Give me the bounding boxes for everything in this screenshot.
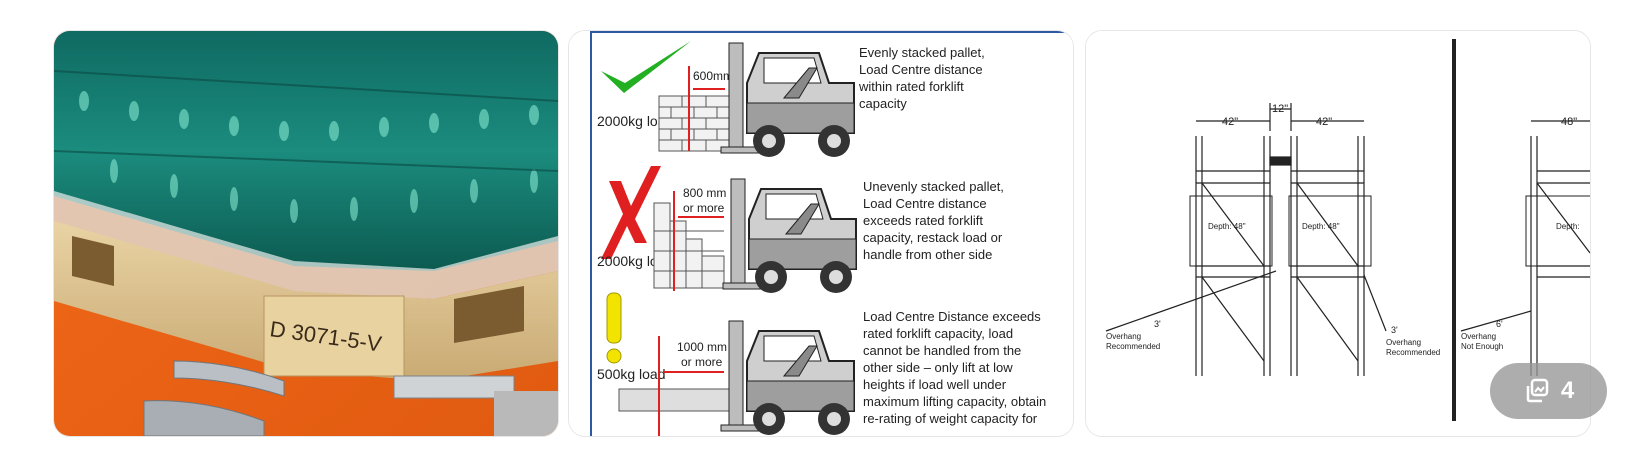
- dim-far-label: 48": [1561, 116, 1577, 128]
- row1-load-label: 2000kg load: [597, 113, 673, 129]
- row1-load-text: 2000kg load: [597, 113, 673, 129]
- overhang-left-line2: Recommended: [1106, 342, 1160, 351]
- row3-distance: 1000 mm or more: [677, 340, 730, 369]
- more-images-badge[interactable]: 4: [1490, 363, 1607, 419]
- row3-description: Load Centre Distance exceeds rated forkl…: [863, 309, 1050, 426]
- image-result-pallet-photo[interactable]: D 3071-5-V: [54, 31, 558, 436]
- overhang-far-value: 6': [1496, 319, 1503, 329]
- depth-left-label: Depth: 48": [1208, 222, 1246, 231]
- cross-icon: [601, 166, 661, 259]
- dim-gap-label: 12": [1272, 103, 1288, 115]
- overhang-left-line1: Overhang: [1106, 332, 1141, 341]
- row2-description: Unevenly stacked pallet, Load Centre dis…: [863, 179, 1008, 262]
- dim-right-label: 42": [1316, 116, 1332, 128]
- more-images-count: 4: [1560, 377, 1575, 404]
- overhang-far-line2: Not Enough: [1461, 342, 1503, 351]
- images-stack-icon: [1526, 378, 1549, 403]
- overhang-right-line2: Recommended: [1386, 348, 1440, 357]
- image-result-rack-overhang-drawing[interactable]: 42" 12" 42" 48" Depth: 48" Depth: 48" De…: [1086, 31, 1590, 436]
- dim-left-label: 42": [1222, 116, 1238, 128]
- overhang-far-line1: Overhang: [1461, 332, 1496, 341]
- row3-load-text: 500kg load: [597, 366, 666, 382]
- pallet-bottles-photo: D 3071-5-V: [54, 31, 558, 436]
- overhang-left-value: 3': [1154, 319, 1161, 329]
- image-result-load-centre-diagram[interactable]: 2000kg load 600mm Evenly stacked pallet,…: [569, 31, 1073, 436]
- row2-distance: 800 mm or more: [683, 186, 730, 215]
- load-centre-diagram: 2000kg load 600mm Evenly stacked pallet,…: [569, 31, 1073, 436]
- row1-description: Evenly stacked pallet, Load Centre dista…: [858, 45, 988, 111]
- depth-far-label: Depth:: [1556, 222, 1580, 231]
- overhang-right-line1: Overhang: [1386, 338, 1421, 347]
- exclamation-icon: [606, 292, 622, 364]
- rack-overhang-drawing: 42" 12" 42" 48" Depth: 48" Depth: 48" De…: [1086, 31, 1590, 436]
- overhang-right-value: 3': [1391, 325, 1398, 335]
- row1-distance: 600mm: [693, 69, 733, 83]
- depth-right-label: Depth: 48": [1302, 222, 1340, 231]
